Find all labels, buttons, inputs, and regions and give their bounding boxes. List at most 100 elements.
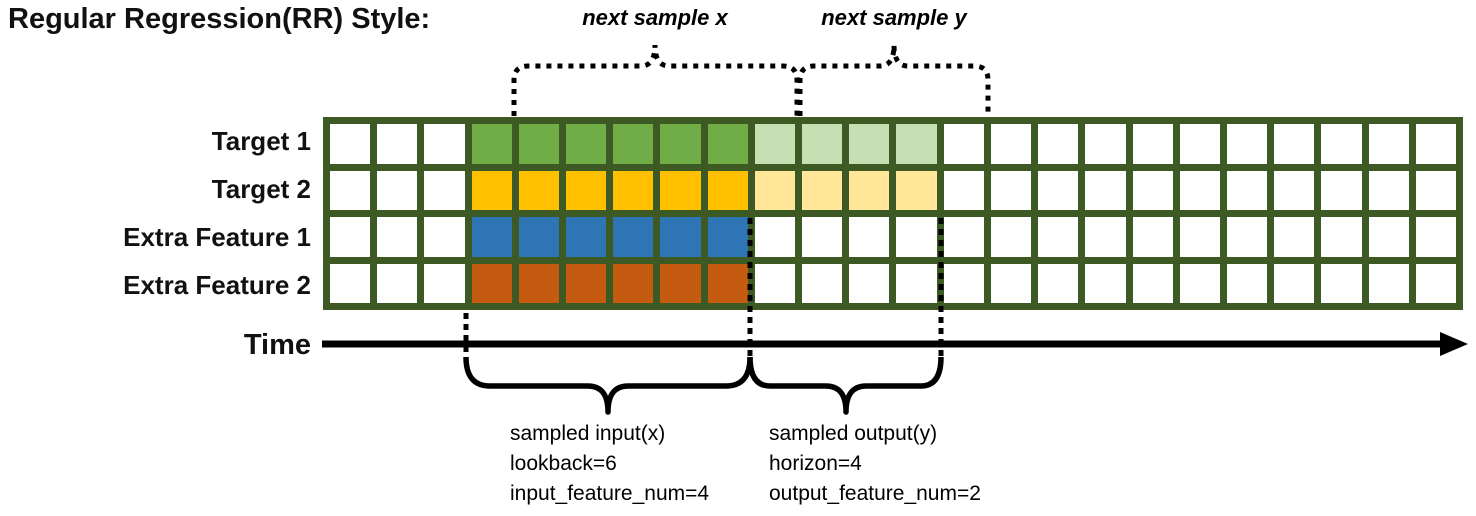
grid-cell-row3 [707,217,748,257]
grid-cell-row1 [707,124,748,164]
grid-cell-row3 [660,217,701,257]
grid-cell-row1 [1321,124,1362,164]
grid-cell-row4 [424,263,465,303]
grid-cell-row4 [566,263,607,303]
sample-grid [323,117,1463,310]
row-label-extra-feature-1: Extra Feature 1 [123,222,311,253]
grid-cell-row4 [849,263,890,303]
grid-cell-row3 [1368,217,1409,257]
horizon-value: horizon=4 [769,452,862,475]
grid-cell-row3 [896,217,937,257]
time-arrow-head [1440,332,1468,356]
grid-cell-row2 [1274,170,1315,210]
grid-cell-row1 [1368,124,1409,164]
grid-cell-row1 [330,124,371,164]
grid-cell-row4 [471,263,512,303]
grid-cell-row3 [1179,217,1220,257]
grid-cell-row2 [613,170,654,210]
grid-cell-row2 [518,170,560,210]
grid-cell-row3 [1274,217,1315,257]
grid-cell-row1 [849,124,890,164]
grid-cell-row4 [1274,263,1315,303]
grid-cell-row4 [1321,263,1362,303]
grid-cell-row3 [1038,217,1079,257]
page-title: Regular Regression(RR) Style: [8,3,431,35]
grid-cell-row3 [849,217,890,257]
grid-cell-row2 [754,170,796,210]
grid-cell-row4 [613,263,654,303]
grid-cell-row3 [943,217,984,257]
grid-cell-row2 [990,170,1032,210]
grid-cell-row2 [330,170,371,210]
grid-cell-row3 [754,217,796,257]
grid-cell-row2 [1368,170,1409,210]
grid-cell-row2 [1321,170,1362,210]
lookback-value: lookback=6 [510,452,617,475]
grid-cell-row4 [1368,263,1409,303]
grid-cell-row2 [1415,170,1456,210]
grid-cell-row2 [566,170,607,210]
grid-cell-row1 [660,124,701,164]
grid-cell-row3 [613,217,654,257]
grid-cell-row1 [943,124,984,164]
grid-cell-row4 [943,263,984,303]
grid-cell-row2 [1132,170,1173,210]
grid-cell-row2 [896,170,937,210]
grid-cell-row2 [377,170,418,210]
grid-cell-row3 [1415,217,1456,257]
sampled-input-title: sampled input(x) [510,422,666,445]
grid-cell-row3 [518,217,560,257]
grid-cell-row4 [377,263,418,303]
row-label-target-2: Target 2 [211,173,311,204]
grid-cell-row1 [518,124,560,164]
grid-cell-row1 [1085,124,1126,164]
grid-cell-row3 [471,217,512,257]
grid-cell-row2 [1226,170,1268,210]
grid-cell-row2 [943,170,984,210]
grid-cell-row3 [377,217,418,257]
grid-cell-row4 [330,263,371,303]
grid-cell-row2 [1038,170,1079,210]
grid-cell-row2 [660,170,701,210]
grid-cell-row1 [613,124,654,164]
sampled-input-brace [463,356,753,415]
time-axis-label: Time [243,329,311,361]
row-label-target-1: Target 1 [211,125,311,156]
next-sample-y-brace [797,44,991,116]
sampled-output-brace [747,356,944,415]
grid-cell-row4 [1226,263,1268,303]
next-sample-y-label: next sample y [821,5,967,30]
grid-cell-row3 [802,217,843,257]
grid-cell-row3 [990,217,1032,257]
grid-cell-row1 [1179,124,1220,164]
grid-cell-row3 [1132,217,1173,257]
grid-cell-row4 [707,263,748,303]
grid-cell-row4 [1132,263,1173,303]
next-sample-x-brace [511,44,800,116]
grid-cell-row4 [1179,263,1220,303]
row-label-extra-feature-2: Extra Feature 2 [123,270,311,301]
grid-cell-row1 [1415,124,1456,164]
row-labels: Target 1 Target 2 Extra Feature 1 Extra … [0,117,311,310]
grid-cell-row1 [566,124,607,164]
grid-cell-row4 [896,263,937,303]
grid-cell-row4 [1415,263,1456,303]
grid-cell-row3 [424,217,465,257]
grid-cell-row1 [896,124,937,164]
grid-cell-row2 [424,170,465,210]
grid-cell-row1 [1226,124,1268,164]
grid-cell-row4 [660,263,701,303]
grid-cell-row4 [1038,263,1079,303]
grid-cell-row1 [424,124,465,164]
grid-cell-row1 [1038,124,1079,164]
grid-cell-row2 [1085,170,1126,210]
grid-cell-row3 [566,217,607,257]
grid-cell-row2 [802,170,843,210]
grid-cell-row1 [990,124,1032,164]
grid-cell-row3 [330,217,371,257]
grid-cell-row3 [1226,217,1268,257]
sampled-input-note: sampled input(x) lookback=6 input_featur… [510,419,709,509]
grid-cell-row1 [802,124,843,164]
grid-cell-row4 [990,263,1032,303]
